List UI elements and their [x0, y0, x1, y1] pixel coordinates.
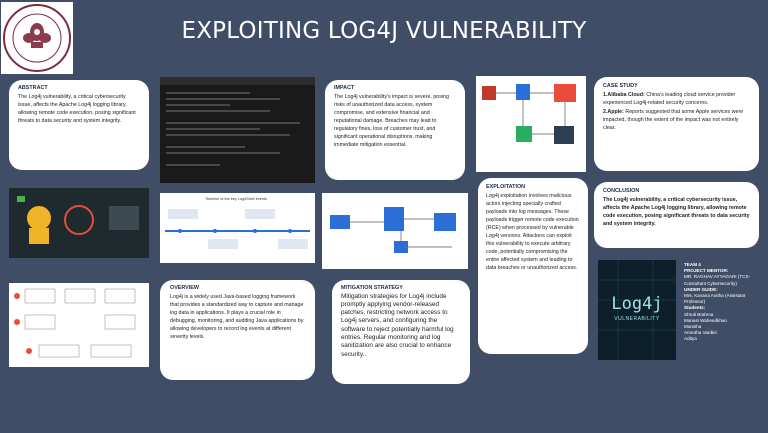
project-mentor-label: PROJECT MENTOR:	[684, 268, 729, 274]
students-label: Students:	[684, 305, 706, 311]
hacker-illustration	[9, 188, 149, 258]
student-name: Aditya	[684, 336, 697, 342]
log4j-book-cover: Log4j VULNERABILITY	[598, 260, 676, 360]
team-number: TEAM 4	[684, 262, 701, 267]
impact-card: IMPACT The Log4j vulnerability's impact …	[325, 80, 465, 180]
timeline-caption: Timeline of the key Log4Shell events	[205, 197, 267, 201]
mitigation-card: MITIGATION STRATEGY Mitigation strategie…	[332, 280, 470, 384]
conclusion-body: The Log4j vulnerability, a critical cybe…	[603, 196, 750, 227]
student-name: Manisha	[684, 324, 702, 330]
impact-heading: IMPACT	[334, 85, 355, 91]
student-name: Shruti Brahma	[684, 311, 714, 317]
network-diagram	[322, 193, 468, 269]
under-guide: Mrs. Kavana Anitha (Assistant Professor)	[684, 293, 746, 305]
under-guide-label: UNDER GUIDE:	[684, 286, 718, 292]
mitigation-heading: MITIGATION STRATEGY	[341, 285, 403, 291]
mitigation-body: Mitigation strategies for Log4j include …	[341, 292, 454, 358]
flowchart-figure	[9, 283, 149, 367]
book-cover-title: Log4j	[611, 294, 663, 314]
team-info: TEAM 4 PROJECT MENTOR: MR. RAGHAV AYYAGA…	[684, 262, 754, 343]
university-logo	[1, 2, 73, 74]
poster-title: EXPLOITING LOG4J VULNERABILITY	[181, 18, 587, 44]
student-name: Manasi Waheedkhan	[684, 317, 727, 323]
book-cover-subtitle: VULNERABILITY	[614, 316, 660, 322]
case-study-heading: CASE STUDY	[603, 83, 638, 89]
project-mentor: MR. RAGHAV AYYAGARI (TCS-Consultant Cybe…	[684, 274, 751, 286]
impact-body: The Log4j vulnerability's impact is seve…	[334, 93, 449, 148]
case-study-item-alibaba-text: China's leading cloud service provider e…	[603, 91, 736, 106]
attack-flow-diagram	[476, 76, 586, 172]
case-study-item-apple: 2.Apple: Reports suggested that some App…	[603, 108, 750, 132]
student-name: Amrutha Vardini	[684, 330, 717, 336]
exploitation-card: EXPLOITATION Log4j exploitation involves…	[478, 178, 588, 354]
case-study-item-apple-text: Reports suggested that some Apple servic…	[603, 108, 744, 131]
exploitation-heading: EXPLOITATION	[486, 184, 526, 190]
overview-body: Log4j is a widely used Java-based loggin…	[170, 293, 304, 340]
conclusion-heading: CONCLUSION	[603, 188, 640, 194]
abstract-body: The Log4j vulnerability, a critical cybe…	[18, 93, 136, 124]
case-study-item-alibaba: 1.Alibaba Cloud: China's leading cloud s…	[603, 91, 750, 107]
abstract-card: ABSTRACT The Log4j vulnerability, a crit…	[9, 80, 149, 170]
case-study-item-alibaba-label: 1.Alibaba Cloud:	[603, 91, 645, 98]
conclusion-card: CONCLUSION The Log4j vulnerability, a cr…	[594, 182, 759, 248]
terminal-screenshot	[160, 77, 315, 183]
case-study-item-apple-label: 2.Apple:	[603, 108, 624, 115]
overview-heading: OVERVIEW	[170, 285, 199, 291]
overview-card: OVERVIEW Log4j is a widely used Java-bas…	[160, 280, 315, 380]
exploitation-body: Log4j exploitation involves malicious ac…	[486, 192, 579, 271]
timeline-figure: Timeline of the key Log4Shell events	[160, 193, 315, 263]
abstract-heading: ABSTRACT	[18, 85, 48, 91]
case-study-card: CASE STUDY 1.Alibaba Cloud: China's lead…	[594, 77, 759, 171]
